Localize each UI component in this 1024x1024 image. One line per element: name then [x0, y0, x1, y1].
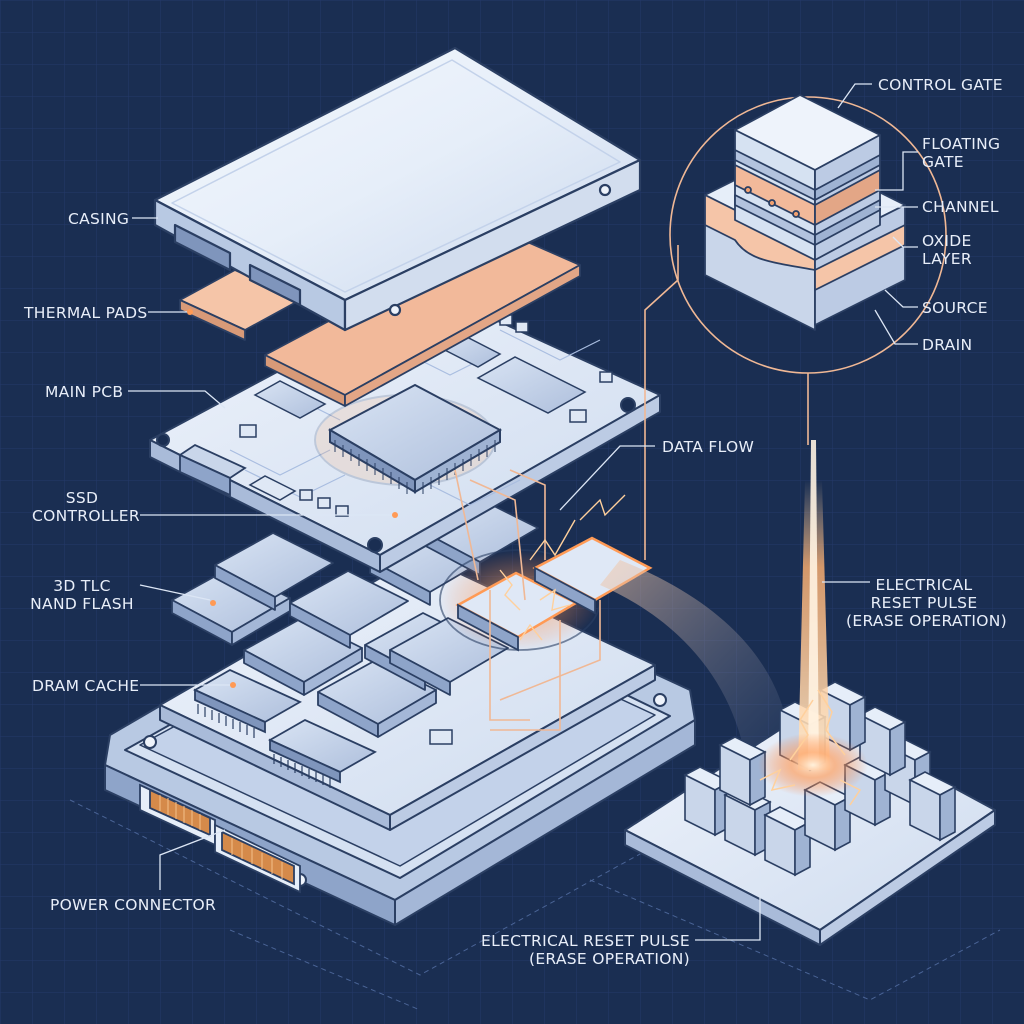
label-reset-pulse-right-line2: RESET PULSE [846, 594, 1002, 612]
label-source: SOURCE [922, 299, 988, 317]
label-thermal-pads: THERMAL PADS [24, 304, 148, 322]
label-power-connector: POWER CONNECTOR [50, 896, 216, 914]
label-dram-cache: DRAM CACHE [32, 677, 139, 695]
label-casing: CASING [68, 210, 129, 228]
label-ssd-controller: SSD CONTROLLER [32, 489, 132, 525]
label-channel: CHANNEL [922, 198, 999, 216]
label-ssd-controller-line1: SSD [32, 489, 132, 507]
label-floating-gate-line1: FLOATING [922, 135, 1000, 153]
label-nand-line1: 3D TLC [30, 577, 134, 595]
label-nand-line2: NAND FLASH [30, 595, 134, 613]
label-reset-pulse-right-line3: (ERASE OPERATION) [846, 612, 1002, 630]
label-nand: 3D TLC NAND FLASH [30, 577, 134, 613]
label-reset-pulse-bottom-line1: ELECTRICAL RESET PULSE [470, 932, 690, 950]
label-oxide-layer: OXIDE LAYER [922, 232, 972, 268]
label-reset-pulse-bottom-line2: (ERASE OPERATION) [470, 950, 690, 968]
label-ssd-controller-line2: CONTROLLER [32, 507, 132, 525]
label-control-gate: CONTROL GATE [878, 76, 1003, 94]
label-oxide-layer-line1: OXIDE [922, 232, 972, 250]
label-data-flow: DATA FLOW [662, 438, 754, 456]
label-drain: DRAIN [922, 336, 972, 354]
label-reset-pulse-right: ELECTRICAL RESET PULSE (ERASE OPERATION) [846, 576, 1002, 630]
label-floating-gate-line2: GATE [922, 153, 1000, 171]
label-oxide-layer-line2: LAYER [922, 250, 972, 268]
label-main-pcb: MAIN PCB [45, 383, 123, 401]
label-reset-pulse-bottom: ELECTRICAL RESET PULSE (ERASE OPERATION) [470, 932, 690, 968]
smd-component [430, 730, 452, 744]
label-reset-pulse-right-line1: ELECTRICAL [846, 576, 1002, 594]
label-floating-gate: FLOATING GATE [922, 135, 1000, 171]
